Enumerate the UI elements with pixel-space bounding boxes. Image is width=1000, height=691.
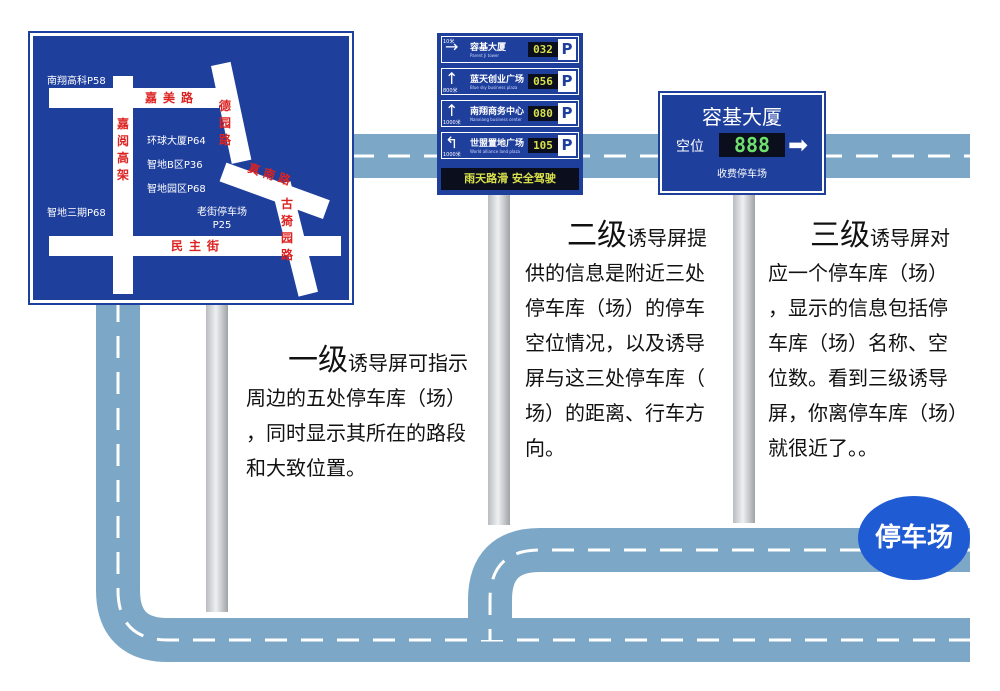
- parking-lot-label: 停车场: [874, 523, 953, 553]
- parking-p-icon: P: [558, 103, 576, 124]
- label-deyuan-road: 德园路: [218, 99, 231, 147]
- distance-label: 1000米: [443, 120, 461, 126]
- parking-lot-badge: 停车场: [858, 496, 970, 580]
- up-arrow-icon: ↑: [445, 101, 459, 120]
- street-minzhu: [49, 236, 341, 256]
- parking-zhidi-phase3: 智地三期P68: [47, 208, 106, 219]
- up-arrow-icon: ↑: [445, 69, 459, 88]
- sign3-subtitle: 收费停车场: [717, 169, 767, 180]
- right-arrow-icon: ➡: [788, 131, 809, 159]
- parking-huanqiu-tower: 环球大厦P64: [147, 136, 206, 147]
- distance-label: 800米: [443, 88, 458, 94]
- parking-p-icon: P: [558, 71, 576, 92]
- level3-description: 三级诱导屏对 应一个停车库（场） ，显示的信息包括停 车库（场）名称、空 位数。…: [768, 218, 968, 460]
- parking-name-en: Blue sky business plaza: [470, 85, 518, 90]
- space-count: 080: [528, 106, 558, 121]
- level2-heading: 二级: [567, 218, 627, 253]
- distance-label: 1000米: [443, 152, 461, 158]
- pole-level2: [488, 195, 510, 525]
- sign2-row: ↰ 1000米 世盟置地广场 World alliance land plaza…: [441, 132, 579, 159]
- label-guyiyuan-road: 古猗园路: [280, 197, 293, 262]
- label-minzhu-street: 民主街: [171, 239, 226, 253]
- safety-warning-display: 雨天路滑 安全驾驶: [441, 168, 579, 190]
- level3-guidance-sign: 容基大厦 空位 888 ➡ 收费停车场: [658, 91, 826, 195]
- street-jiayue-elevated: [113, 76, 133, 294]
- parking-name: 蓝天创业广场: [470, 75, 525, 85]
- level1-guidance-sign: 嘉美路 嘉阅高架 德园路 真南路 古猗园路 民主街 南翔高科P58 环球大厦P6…: [28, 31, 354, 305]
- parking-name: 容基大厦: [470, 43, 507, 53]
- pole-level3: [733, 193, 755, 523]
- level1-heading: 一级: [288, 343, 348, 378]
- sign3-vacancy-label: 空位: [676, 139, 704, 155]
- level2-description: 二级诱导屏提 供的信息是附近三处 停车库（场）的停车 空位情况，以及诱导 屏与这…: [525, 218, 707, 460]
- parking-zhidi-b: 智地B区P36: [147, 160, 203, 171]
- turn-left-arrow-icon: ↰: [445, 133, 459, 152]
- right-arrow-icon: →: [445, 37, 459, 56]
- parking-name-en: Nanxiang business center: [470, 117, 522, 122]
- sign2-row: ↑ 800米 蓝天创业广场 Blue sky business plaza 05…: [441, 68, 579, 95]
- sign2-row: → 10米 容基大厦 Parent Ji tower 032 P: [441, 36, 579, 63]
- label-jiayue-elevated: 嘉阅高架: [116, 117, 129, 182]
- level3-heading: 三级: [810, 218, 870, 253]
- label-jiamei-road: 嘉美路: [145, 91, 200, 105]
- sign3-space-count: 888: [719, 133, 785, 157]
- distance-label: 10米: [443, 39, 455, 45]
- parking-p-icon: P: [558, 135, 576, 156]
- parking-nanxiang-gaoke: 南翔高科P58: [47, 76, 106, 87]
- parking-name: 南翔商务中心: [470, 107, 525, 117]
- parking-p-icon: P: [558, 39, 576, 60]
- level1-description: 一级诱导屏可指示 周边的五处停车库（场） ，同时显示其所在的路段 和大致位置。: [246, 343, 468, 480]
- parking-name: 世盟置地广场: [470, 139, 525, 149]
- space-count: 056: [528, 74, 558, 89]
- sign2-row: ↑ 1000米 南翔商务中心 Nanxiang business center …: [441, 100, 579, 127]
- parking-name-en: Parent Ji tower: [470, 53, 500, 58]
- pole-level1: [206, 300, 228, 612]
- space-count: 105: [528, 138, 558, 153]
- street-jiamei: [49, 88, 219, 108]
- space-count: 032: [528, 42, 558, 57]
- sign3-title: 容基大厦: [702, 105, 782, 129]
- parking-name-en: World alliance land plaza: [470, 149, 520, 154]
- level2-guidance-sign: → 10米 容基大厦 Parent Ji tower 032 P ↑ 800米 …: [437, 33, 583, 195]
- parking-zhidi-garden: 智地园区P68: [147, 184, 206, 195]
